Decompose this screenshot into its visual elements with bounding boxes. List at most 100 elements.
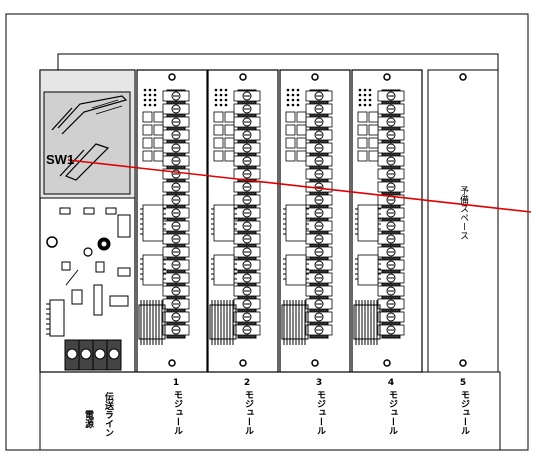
led-dot xyxy=(148,98,152,102)
capacitor-icon xyxy=(100,240,108,248)
led-dot xyxy=(153,93,157,97)
led-dot xyxy=(224,88,228,92)
component xyxy=(285,150,296,162)
led-dot xyxy=(153,103,157,107)
module-4 xyxy=(351,69,423,373)
led-dot xyxy=(224,103,228,107)
led-dot xyxy=(296,98,300,102)
component xyxy=(213,111,224,123)
component xyxy=(71,289,83,305)
led-dot xyxy=(143,98,147,102)
ic-chip xyxy=(285,204,307,242)
pointer-line xyxy=(67,159,532,213)
capacitor-icon xyxy=(83,247,93,257)
component xyxy=(213,137,224,149)
led-dot xyxy=(286,98,290,102)
capacitor-icon xyxy=(46,236,58,248)
component xyxy=(368,111,379,123)
component xyxy=(65,269,79,286)
ic-chip xyxy=(285,254,307,286)
component xyxy=(368,124,379,136)
led-dot xyxy=(358,93,362,97)
led-dot xyxy=(291,93,295,97)
component xyxy=(224,137,235,149)
terminal-screw-icon xyxy=(94,348,106,360)
component xyxy=(285,111,296,123)
component xyxy=(213,124,224,136)
led-dot xyxy=(296,93,300,97)
led-dot xyxy=(363,93,367,97)
component xyxy=(296,124,307,136)
label-power: 電源 xyxy=(83,410,93,428)
component xyxy=(59,207,71,215)
component xyxy=(357,111,368,123)
ic-chip xyxy=(213,254,235,286)
screw-icon xyxy=(239,73,247,81)
screw-icon xyxy=(168,359,176,367)
screw-icon xyxy=(311,359,319,367)
led-dot xyxy=(363,103,367,107)
led-dot xyxy=(286,88,290,92)
led-dot xyxy=(286,93,290,97)
component xyxy=(95,261,105,273)
ic-chip xyxy=(213,204,235,242)
led-dot xyxy=(214,93,218,97)
label-module-1: モジュール xyxy=(172,390,182,435)
led-dot xyxy=(358,98,362,102)
terminal-screw-icon xyxy=(80,348,92,360)
switch-panel xyxy=(43,91,131,195)
component xyxy=(142,150,153,162)
component xyxy=(357,124,368,136)
component xyxy=(224,150,235,162)
label-module-3-number: 3 xyxy=(315,378,323,388)
label-transmission-line: 伝送ライン xyxy=(103,392,113,437)
led-dot xyxy=(296,103,300,107)
component xyxy=(153,137,164,149)
label-module-4: モジュール xyxy=(387,390,397,435)
component xyxy=(153,124,164,136)
label-module-1-number: 1 xyxy=(172,378,180,388)
led-dot xyxy=(224,93,228,97)
led-dot xyxy=(358,88,362,92)
led-dot xyxy=(148,103,152,107)
label-module-2: モジュール xyxy=(243,390,253,435)
component xyxy=(142,111,153,123)
connector-block xyxy=(138,304,166,340)
led-dot xyxy=(148,88,152,92)
component xyxy=(224,111,235,123)
led-dot xyxy=(368,98,372,102)
connector-block xyxy=(49,299,65,337)
switch-label: SW1 xyxy=(46,152,75,167)
led-dot xyxy=(291,103,295,107)
component xyxy=(83,207,95,215)
led-dot xyxy=(291,98,295,102)
led-dot xyxy=(286,103,290,107)
component xyxy=(213,150,224,162)
screw-icon xyxy=(239,359,247,367)
switch-art xyxy=(51,95,128,181)
component xyxy=(153,111,164,123)
led-dot xyxy=(368,103,372,107)
component xyxy=(142,124,153,136)
led-dot xyxy=(153,88,157,92)
connector-block xyxy=(209,304,237,340)
ic-chip xyxy=(357,204,379,242)
led-dot xyxy=(153,98,157,102)
led-dot xyxy=(219,103,223,107)
led-dot xyxy=(219,98,223,102)
led-dot xyxy=(214,88,218,92)
led-dot xyxy=(219,88,223,92)
led-dot xyxy=(358,103,362,107)
component xyxy=(357,150,368,162)
component xyxy=(296,111,307,123)
component xyxy=(142,137,153,149)
component xyxy=(285,124,296,136)
component xyxy=(368,150,379,162)
component xyxy=(285,137,296,149)
component xyxy=(357,137,368,149)
led-dot xyxy=(363,88,367,92)
module-1 xyxy=(136,69,208,373)
led-dot xyxy=(363,98,367,102)
